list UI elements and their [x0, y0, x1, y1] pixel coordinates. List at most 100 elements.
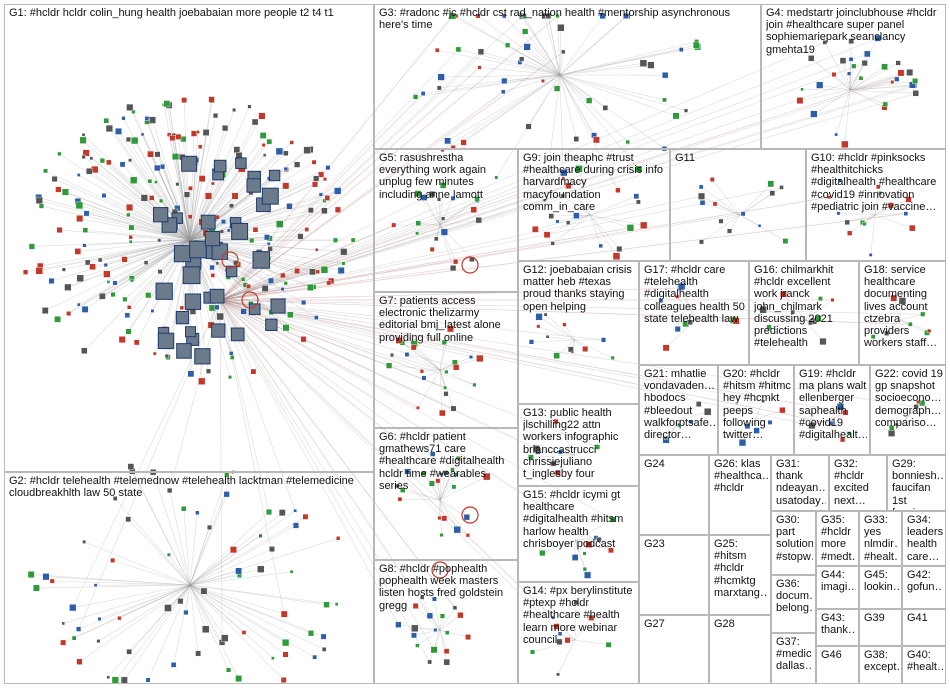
node: [76, 302, 81, 307]
node: [313, 175, 320, 182]
node: [477, 48, 485, 55]
edge: [589, 214, 617, 257]
edge: [559, 15, 628, 76]
edge: [739, 214, 760, 227]
node: [573, 212, 580, 219]
edge: [399, 498, 441, 501]
node: [76, 274, 84, 282]
node: [71, 635, 77, 641]
group-label: G37: #medic… dallas…: [776, 636, 813, 673]
edge: [849, 80, 916, 91]
node: [198, 144, 203, 150]
node: [75, 201, 84, 210]
node: [267, 277, 274, 284]
edge: [219, 299, 923, 315]
node: [216, 312, 224, 321]
node: [341, 261, 346, 266]
node: [594, 444, 600, 450]
edge: [219, 38, 878, 301]
node: [145, 677, 151, 683]
edge: [63, 584, 191, 624]
edge: [799, 89, 851, 101]
group-box-g17: G17: #hcldr care #telehealth #digitalhea…: [639, 261, 749, 365]
edge: [578, 168, 591, 216]
node: [122, 296, 128, 302]
node: [323, 177, 327, 182]
group-box-g7: G7: patients access electronic thelizarm…: [374, 292, 518, 428]
node: [303, 146, 311, 154]
node: [482, 472, 491, 481]
node: [678, 282, 686, 291]
group-label: G8: #hcldr #pophealth pophealth week mas…: [379, 563, 504, 612]
group-label: G34: leaders health care…: [907, 514, 943, 563]
edge: [754, 401, 764, 421]
node: [309, 268, 316, 276]
edge: [189, 186, 253, 241]
edge: [189, 584, 199, 654]
edge: [848, 73, 851, 91]
edge: [219, 53, 868, 301]
edge: [130, 466, 191, 586]
group-label: G46: [821, 649, 842, 661]
node: [230, 546, 237, 554]
group-box-g43: G43: thank…: [816, 609, 859, 646]
edge: [219, 299, 430, 663]
node: [550, 241, 555, 246]
node: [334, 206, 341, 213]
node: [451, 484, 457, 490]
node: [839, 437, 846, 443]
node: [125, 328, 132, 335]
edge: [168, 554, 191, 586]
edge: [804, 319, 824, 342]
edge: [574, 602, 577, 641]
avatar-node: [268, 169, 281, 182]
edge: [406, 354, 441, 371]
node: [437, 515, 442, 521]
node: [816, 81, 824, 89]
edge: [189, 548, 273, 586]
node: [439, 533, 444, 538]
node: [848, 38, 855, 45]
node: [209, 264, 215, 271]
node: [164, 604, 172, 612]
edge: [219, 51, 564, 301]
node: [249, 237, 255, 243]
node: [698, 184, 704, 190]
node: [470, 206, 477, 213]
edge: [99, 584, 191, 620]
edge: [754, 419, 771, 423]
edge: [168, 105, 191, 241]
node: [81, 154, 86, 159]
edge: [189, 538, 339, 586]
node: [477, 65, 482, 70]
avatar-node: [155, 282, 173, 300]
node: [400, 487, 406, 493]
group-box-g26: G26: klas #healthca… #hcldr: [709, 455, 771, 535]
edge: [849, 72, 902, 91]
edge: [547, 15, 561, 76]
edge: [441, 74, 561, 78]
edge: [574, 537, 597, 541]
node: [69, 604, 77, 612]
node: [154, 151, 161, 158]
node: [126, 103, 134, 111]
node: [334, 602, 339, 607]
node: [623, 13, 629, 19]
edge: [574, 539, 586, 570]
node: [443, 391, 449, 397]
node: [179, 305, 184, 310]
edge: [389, 365, 441, 371]
edge: [874, 186, 879, 216]
edge: [535, 214, 591, 230]
node: [51, 176, 58, 182]
node: [450, 405, 457, 412]
edge: [189, 155, 240, 241]
edge: [152, 472, 191, 586]
node: [318, 192, 323, 197]
edge: [849, 53, 868, 91]
node: [89, 156, 94, 161]
edge: [819, 84, 851, 91]
edge: [183, 508, 191, 586]
edge: [559, 27, 562, 76]
edge: [439, 629, 448, 663]
